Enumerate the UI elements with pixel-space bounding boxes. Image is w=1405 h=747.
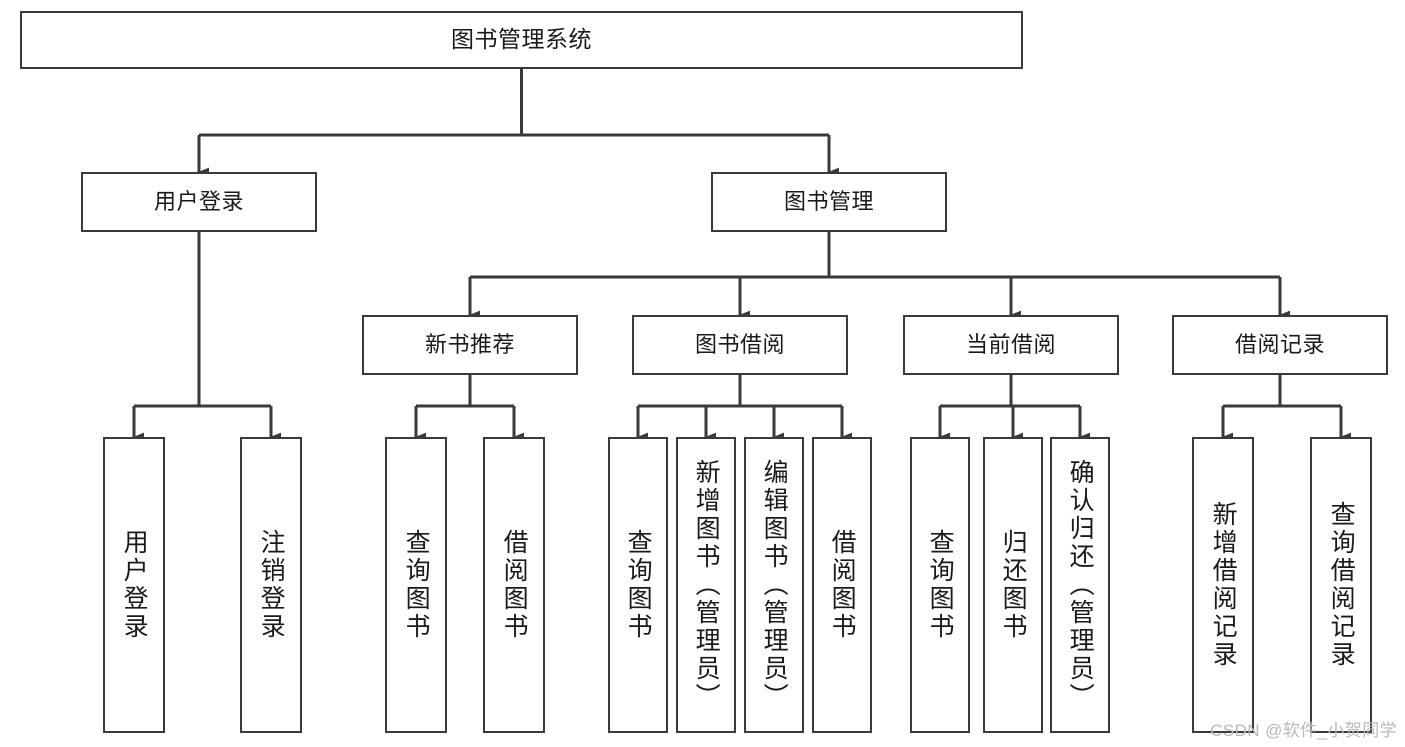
node-label: 图书管理系统 bbox=[451, 26, 592, 53]
node-leaf_borrow2[interactable]: 借阅图书 bbox=[812, 437, 872, 733]
node-label: 图书借阅 bbox=[694, 332, 785, 358]
node-leaf_logout[interactable]: 注销登录 bbox=[240, 437, 302, 733]
node-borrow_rec[interactable]: 借阅记录 bbox=[1172, 315, 1388, 375]
watermark: CSDN @软件_小贺同学 bbox=[1210, 721, 1397, 740]
node-label: 新增图书（管理员） bbox=[692, 459, 721, 711]
node-label: 新增借阅记录 bbox=[1209, 501, 1238, 669]
node-label: 借阅图书 bbox=[500, 529, 529, 641]
node-leaf_add_book[interactable]: 新增图书（管理员） bbox=[676, 437, 736, 733]
node-leaf_add_rec[interactable]: 新增借阅记录 bbox=[1192, 437, 1254, 733]
node-label: 新书推荐 bbox=[424, 332, 515, 358]
node-label: 查询图书 bbox=[926, 529, 955, 641]
node-leaf_query1[interactable]: 查询图书 bbox=[385, 437, 447, 733]
node-leaf_query_rec[interactable]: 查询借阅记录 bbox=[1310, 437, 1372, 733]
node-leaf_login[interactable]: 用户登录 bbox=[103, 437, 165, 733]
node-label: 归还图书 bbox=[999, 529, 1028, 641]
node-label: 当前借阅 bbox=[965, 332, 1056, 358]
node-label: 查询图书 bbox=[624, 529, 653, 641]
node-label: 图书管理 bbox=[783, 189, 874, 215]
node-leaf_return[interactable]: 归还图书 bbox=[983, 437, 1043, 733]
node-label: 借阅记录 bbox=[1234, 332, 1325, 358]
node-leaf_query2[interactable]: 查询图书 bbox=[608, 437, 668, 733]
node-leaf_query3[interactable]: 查询图书 bbox=[910, 437, 970, 733]
node-leaf_borrow1[interactable]: 借阅图书 bbox=[483, 437, 545, 733]
node-label: 查询借阅记录 bbox=[1327, 501, 1356, 669]
node-label: 注销登录 bbox=[257, 529, 286, 641]
node-leaf_edit_book[interactable]: 编辑图书（管理员） bbox=[744, 437, 804, 733]
node-label: 编辑图书（管理员） bbox=[760, 459, 789, 711]
node-label: 查询图书 bbox=[402, 529, 431, 641]
node-label: 用户登录 bbox=[120, 529, 149, 641]
node-new_books[interactable]: 新书推荐 bbox=[362, 315, 578, 375]
node-leaf_confirm[interactable]: 确认归还（管理员） bbox=[1050, 437, 1110, 733]
node-user_login[interactable]: 用户登录 bbox=[81, 172, 317, 232]
node-book_borrow[interactable]: 图书借阅 bbox=[632, 315, 848, 375]
node-root[interactable]: 图书管理系统 bbox=[20, 11, 1023, 69]
node-book_mgmt[interactable]: 图书管理 bbox=[711, 172, 947, 232]
node-label: 确认归还（管理员） bbox=[1066, 459, 1095, 711]
edge-layer bbox=[132, 69, 1352, 442]
node-label: 借阅图书 bbox=[828, 529, 857, 641]
node-label: 用户登录 bbox=[153, 189, 244, 215]
node-cur_borrow[interactable]: 当前借阅 bbox=[903, 315, 1119, 375]
